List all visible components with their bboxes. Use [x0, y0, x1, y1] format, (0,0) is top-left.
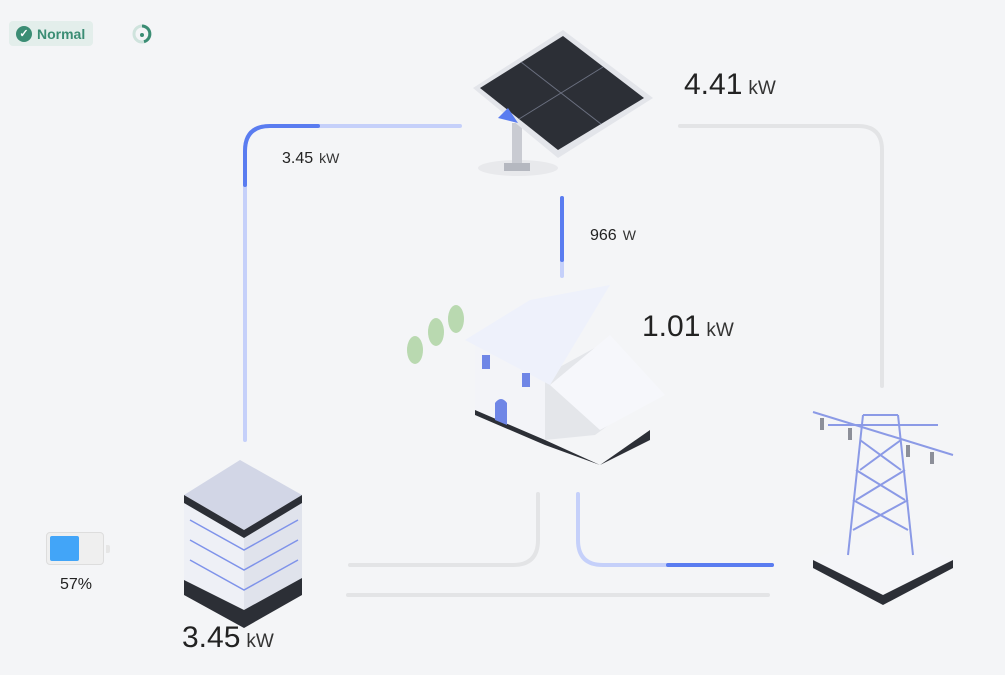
battery-soc-label: 57%: [60, 576, 93, 593]
home-power-value: 1.01: [642, 310, 701, 343]
battery-level-icon: [46, 532, 104, 565]
solar-to-battery-power: 3.45 kW: [282, 150, 339, 168]
solar-panel-icon: [473, 30, 653, 176]
battery-power: 3.45 kW: [182, 621, 274, 655]
status-badge: ✓ Normal: [9, 21, 94, 46]
flow-solar-grid: [678, 124, 884, 388]
refresh-icon[interactable]: [130, 22, 154, 46]
solar-to-battery-unit: kW: [319, 150, 340, 166]
solar-power: 4.41 kW: [684, 68, 776, 102]
battery-power-value: 3.45: [182, 621, 241, 654]
check-circle-icon: ✓: [16, 25, 32, 42]
home-power-unit: kW: [706, 320, 734, 341]
solar-to-home-power: 966 W: [590, 227, 636, 245]
status-label: Normal: [37, 25, 86, 42]
flow-solar-battery-active: [243, 124, 320, 187]
grid-tower-icon: [812, 411, 954, 605]
house-icon: [407, 285, 665, 465]
battery-power-unit: kW: [246, 631, 274, 652]
battery-storage-icon: [184, 460, 302, 628]
solar-to-home-value: 966: [590, 227, 617, 244]
solar-power-unit: kW: [748, 78, 776, 99]
solar-to-battery-value: 3.45: [282, 150, 314, 167]
flow-home-grid: [576, 492, 774, 567]
flow-home-battery: [348, 492, 540, 567]
battery-tip: [106, 545, 110, 553]
solar-to-home-unit: W: [622, 227, 636, 243]
home-power: 1.01 kW: [642, 310, 734, 344]
battery-level-fill: [50, 536, 79, 561]
solar-power-value: 4.41: [684, 68, 743, 101]
